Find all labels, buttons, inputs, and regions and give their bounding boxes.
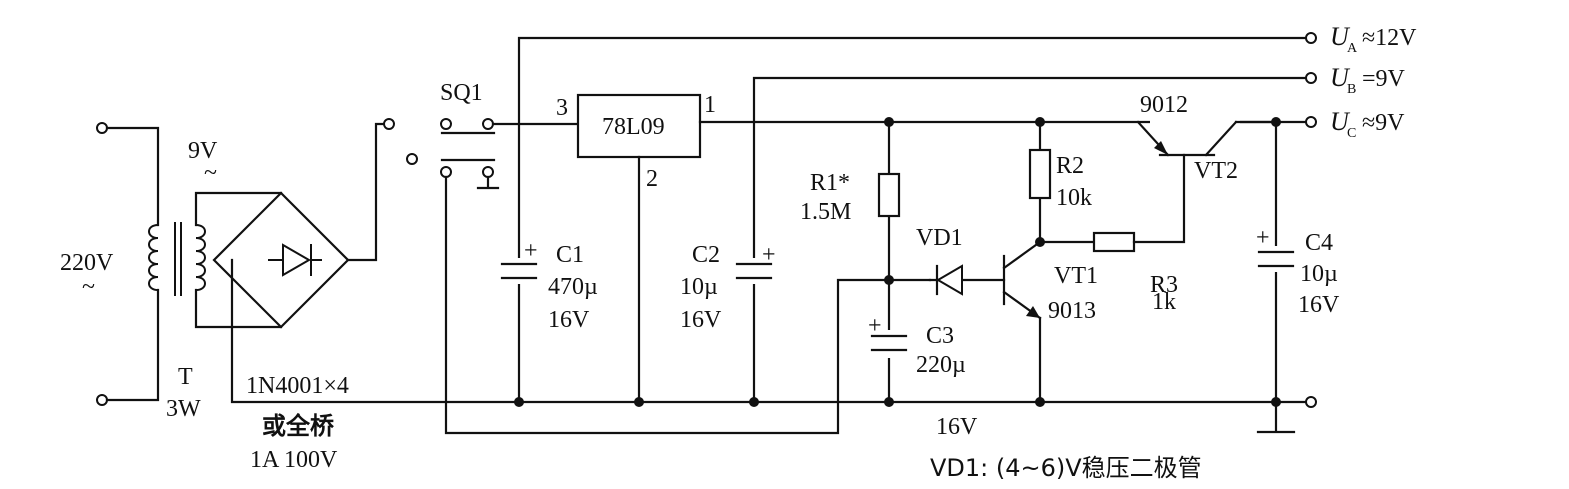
- bridge-diamond: [212, 191, 350, 329]
- terminal-ub: [1305, 72, 1317, 84]
- bridge-diode-icon: [282, 243, 312, 277]
- sq1-return-wire: [444, 175, 932, 435]
- terminal-uc: [1305, 116, 1317, 128]
- vt1-collector: [1002, 240, 1042, 270]
- vt2-emitter-arrow: [1154, 141, 1168, 155]
- capacitor-c3: [870, 330, 910, 358]
- label-ub-sub: B: [1347, 82, 1356, 97]
- capacitor-c2: [735, 258, 775, 284]
- label-c3-value: 220µ: [916, 352, 966, 378]
- label-uc-symbol: U: [1330, 107, 1351, 136]
- c4-plus: +: [1256, 225, 1270, 251]
- input-terminal-top: [96, 122, 108, 134]
- label-vd1-ref: VD1: [916, 225, 963, 251]
- zener-diode-vd1: [928, 264, 1006, 296]
- label-c2-value: 10µ: [680, 274, 718, 300]
- label-c2-voltage: 16V: [680, 307, 722, 333]
- input-terminals: [96, 122, 160, 406]
- ground-rail: [230, 258, 1308, 404]
- primary-wire-top: [105, 126, 160, 227]
- label-vd1-note: VD1: (4~6)V稳压二极管: [930, 454, 1202, 482]
- label-vt2-ref: VT2: [1194, 158, 1238, 184]
- label-ua-symbol: U: [1330, 22, 1351, 51]
- primary-wire-bottom: [105, 288, 160, 402]
- label-c4-voltage: 16V: [1298, 292, 1340, 318]
- secondary-coil: [195, 224, 206, 291]
- label-vt2-part: 9012: [1140, 92, 1188, 118]
- label-secondary-tilde: ~: [204, 160, 217, 186]
- sq1-terminal-in: [383, 118, 395, 130]
- label-uc-sub: C: [1347, 126, 1356, 141]
- transistor-vt2: [1136, 117, 1240, 157]
- input-terminal-bottom: [96, 394, 108, 406]
- label-c3-ref: C3: [926, 323, 954, 349]
- resistor-r3: [1092, 231, 1136, 253]
- label-c3-voltage: 16V: [936, 414, 978, 440]
- junction-dots: [514, 117, 1281, 407]
- label-ua-sub: A: [1347, 41, 1358, 56]
- bridge-rectifier: [212, 122, 1308, 404]
- switch-sq1: [383, 118, 932, 435]
- transformer-symbol: [148, 191, 283, 329]
- terminal-ground: [1305, 396, 1317, 408]
- regulator-box: [576, 93, 702, 159]
- secondary-wire-bottom: [194, 288, 283, 329]
- label-transformer-ref: T: [178, 364, 193, 390]
- label-ub-value: =9V: [1362, 66, 1406, 92]
- capacitor-c1: [500, 258, 540, 284]
- zener-triangle: [936, 264, 963, 296]
- label-r3-ref: R3: [1150, 272, 1178, 298]
- label-uc-value: ≈9V: [1362, 110, 1405, 136]
- label-r2-value: 10k: [1056, 185, 1092, 211]
- label-bridge-rating: 1A 100V: [250, 447, 338, 473]
- label-c2-ref: C2: [692, 242, 720, 268]
- label-r3-value: 1k: [1152, 289, 1176, 315]
- label-regulator-name: 78L09: [602, 114, 665, 140]
- c1-plus: +: [524, 238, 538, 264]
- regulator-78l09: [576, 93, 1277, 404]
- label-r1-value: 1.5M: [800, 199, 851, 225]
- label-c4-ref: C4: [1305, 230, 1333, 256]
- label-secondary-voltage: 9V: [188, 138, 218, 164]
- label-input-voltage: 220V: [60, 250, 114, 276]
- label-ub-symbol: U: [1330, 63, 1351, 92]
- label-transformer-power: 3W: [166, 396, 201, 422]
- label-regulator-pin2: 2: [646, 166, 658, 192]
- label-switch-ref: SQ1: [440, 80, 483, 106]
- label-vt1-part: 9013: [1048, 298, 1096, 324]
- sq1-terminal-alt: [406, 153, 418, 165]
- bridge-pos-wire: [346, 122, 386, 262]
- primary-coil: [148, 224, 159, 291]
- label-c1-ref: C1: [556, 242, 584, 268]
- label-c4-value: 10µ: [1300, 261, 1338, 287]
- terminal-ua: [1305, 32, 1317, 44]
- label-bridge-diodes: 1N4001×4: [246, 373, 349, 399]
- capacitor-c4: [1256, 246, 1296, 272]
- ub-line: [752, 76, 1308, 404]
- label-bridge-alt: 或全桥: [262, 412, 335, 440]
- label-input-tilde: ~: [82, 274, 95, 300]
- c3-plus: +: [868, 313, 882, 339]
- label-r2-ref: R2: [1056, 153, 1084, 179]
- label-regulator-pin1: 1: [704, 92, 716, 118]
- label-c1-value: 470µ: [548, 274, 598, 300]
- label-c1-voltage: 16V: [548, 307, 590, 333]
- vt2-collector: [1204, 120, 1238, 157]
- vt2-base-wire: [1132, 153, 1186, 244]
- secondary-wire-top: [194, 191, 283, 227]
- label-ua-value: ≈12V: [1362, 25, 1417, 51]
- c2-plus: +: [762, 242, 776, 268]
- resistor-r1: [877, 172, 901, 218]
- label-r1-ref: R1*: [810, 170, 850, 196]
- resistor-r2: [1028, 148, 1052, 200]
- label-vt1-ref: VT1: [1054, 263, 1098, 289]
- vt1-emitter-arrow: [1026, 306, 1040, 318]
- label-regulator-pin3: 3: [556, 95, 568, 121]
